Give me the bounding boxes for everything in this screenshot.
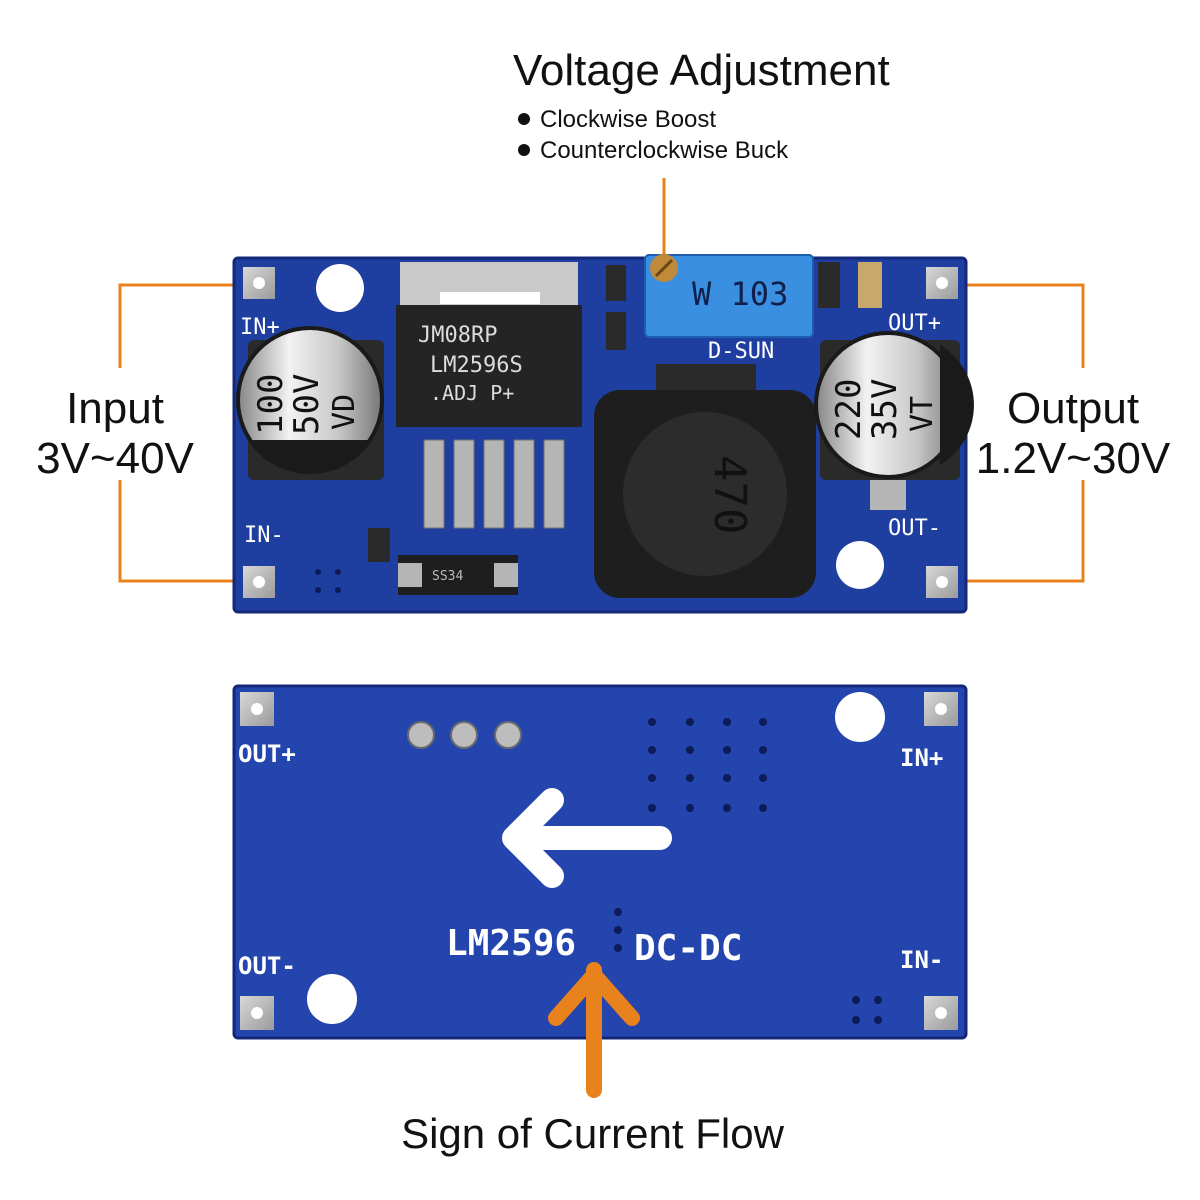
input-bracket: [118, 283, 245, 583]
bullet-counterclockwise: Counterclockwise Buck: [518, 137, 788, 165]
bullet-dot-icon: [518, 113, 530, 125]
ic-line-3: .ADJ P+: [430, 381, 514, 405]
current-flow-arrow-icon: [502, 788, 672, 888]
back-out-minus-label: OUT-: [238, 952, 296, 980]
smd-resistor-2: [606, 312, 626, 350]
orange-up-arrow-icon: [548, 962, 640, 1098]
potentiometer: W 103: [644, 254, 814, 338]
output-bracket: [958, 283, 1085, 583]
back-mount-hole-1: [835, 692, 885, 742]
diode-text: SS34: [432, 569, 463, 584]
bullet-counterclockwise-text: Counterclockwise Buck: [540, 137, 789, 164]
front-pin-pads: [243, 267, 958, 598]
current-flow-caption: Sign of Current Flow: [401, 1110, 784, 1157]
back-in-minus-label: IN-: [900, 946, 943, 974]
ic-line-2: LM2596S: [430, 353, 523, 378]
front-out-minus-label: OUT-: [888, 516, 941, 541]
output-label: Output: [1006, 384, 1140, 433]
bullet-clockwise-text: Clockwise Boost: [540, 106, 717, 133]
output-capacitor: 220 35V VT: [814, 331, 974, 510]
smd-resistor-3: [818, 262, 840, 308]
brand-label: D-SUN: [708, 339, 774, 364]
input-annotation: Input 3V~40V: [20, 384, 210, 484]
back-type-label: DC-DC: [634, 928, 742, 969]
cap-in-line-1: 100: [251, 374, 291, 435]
via-grid: [614, 718, 882, 1024]
input-capacitor: 100 50V VD: [236, 326, 384, 480]
regulator-ic: JM08RP LM2596S .ADJ P+: [396, 262, 582, 529]
smd-capacitor: [368, 528, 390, 562]
diode: SS34: [398, 555, 518, 595]
smd-resistor-1: [606, 265, 626, 301]
inductor: 470: [594, 364, 816, 598]
input-label: Input: [66, 384, 164, 433]
cap-out-line-3: VT: [905, 396, 940, 432]
cap-out-line-2: 35V: [865, 379, 905, 440]
cap-out-line-1: 220: [829, 379, 869, 440]
back-board: OUT+ OUT- IN+ IN- LM2596 DC-DC: [232, 684, 968, 1040]
solder-joints: [407, 721, 522, 749]
mount-hole-2: [836, 541, 884, 589]
back-in-plus-label: IN+: [900, 744, 943, 772]
back-chip-label: LM2596: [446, 923, 576, 964]
ic-line-1: JM08RP: [418, 323, 497, 348]
inductor-text: 470: [704, 455, 755, 534]
front-in-minus-label: IN-: [244, 523, 284, 548]
output-range: 1.2V~30V: [975, 434, 1171, 483]
smd-led: [858, 262, 882, 308]
output-annotation: Output 1.2V~30V: [968, 384, 1178, 484]
bullet-clockwise: Clockwise Boost: [518, 106, 716, 134]
back-pin-pads: [240, 692, 958, 1030]
bullet-dot-icon: [518, 144, 530, 156]
mount-hole-1: [316, 264, 364, 312]
back-mount-hole-2: [307, 974, 357, 1024]
cap-in-line-3: VD: [327, 394, 362, 430]
voltage-adjustment-title: Voltage Adjustment: [513, 46, 890, 95]
pot-text: W 103: [692, 275, 788, 313]
front-in-plus-label: IN+: [240, 315, 280, 340]
cap-in-line-2: 50V: [287, 374, 327, 435]
back-out-plus-label: OUT+: [238, 740, 296, 768]
front-board: IN+ IN- OUT+ OUT- 100 50V VD JM08RP: [232, 254, 974, 614]
input-range: 3V~40V: [36, 434, 194, 483]
